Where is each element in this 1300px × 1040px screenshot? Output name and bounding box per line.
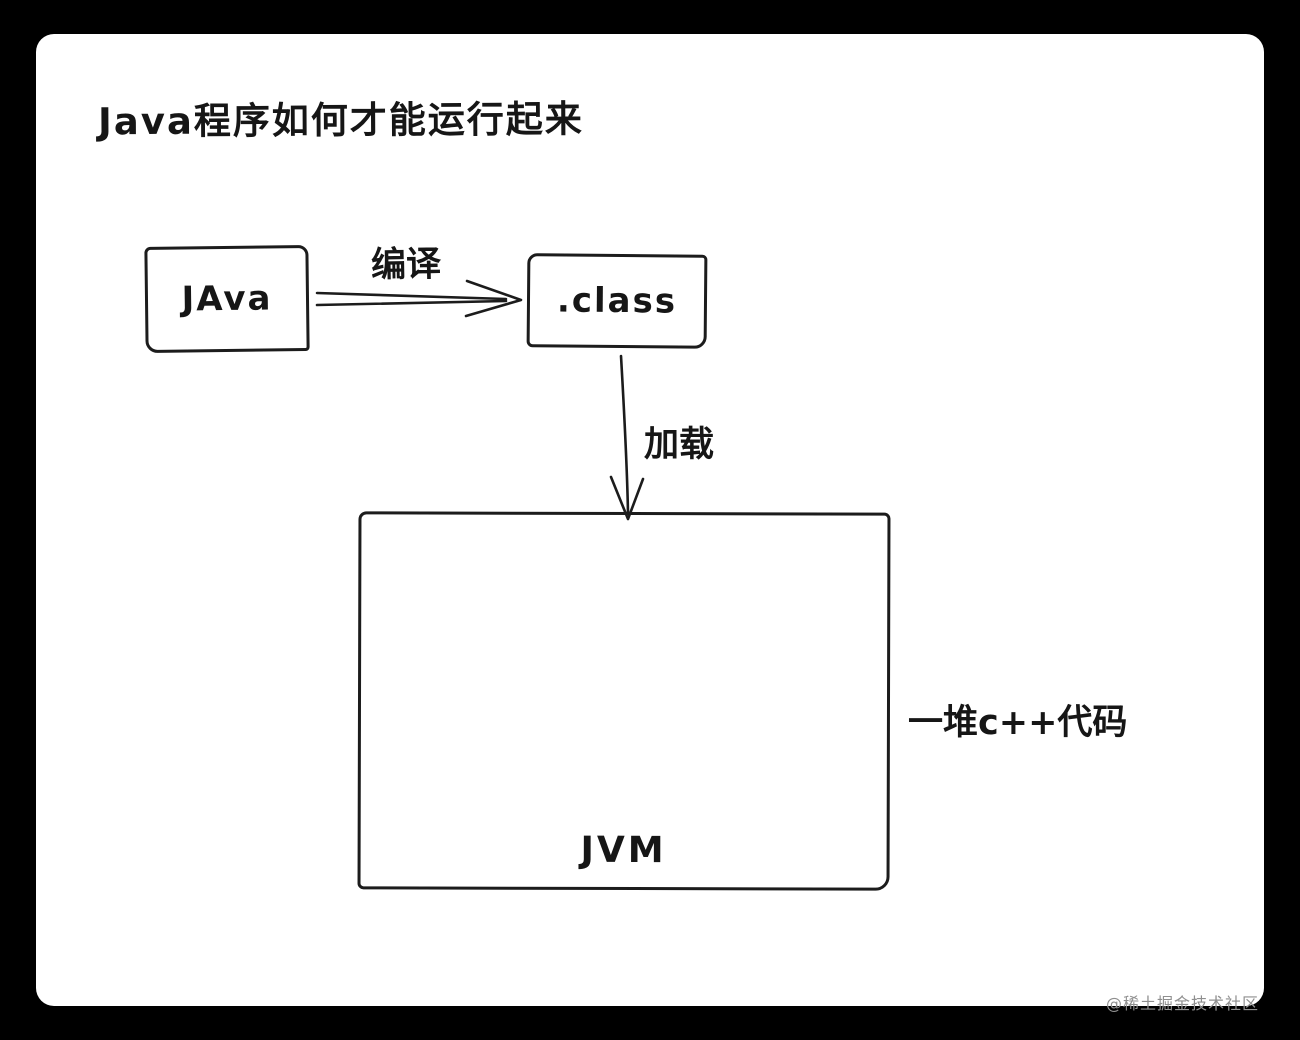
cpp-code-annotation: 一堆c++代码 <box>908 703 1128 743</box>
class-file-label: .class <box>556 280 678 322</box>
watermark: @稀土掘金技术社区 <box>1106 994 1260 1013</box>
jvm-node: JVM <box>357 511 891 891</box>
compile-edge-label: 编译 <box>370 244 442 286</box>
jvm-label: JVM <box>580 829 667 872</box>
page-title: Java程序如何才能运行起来 <box>97 97 584 144</box>
java-source-label: JAva <box>181 278 273 320</box>
load-edge-label: 加载 <box>644 425 715 465</box>
class-file-node: .class <box>526 253 708 349</box>
java-source-node: JAva <box>144 245 310 353</box>
